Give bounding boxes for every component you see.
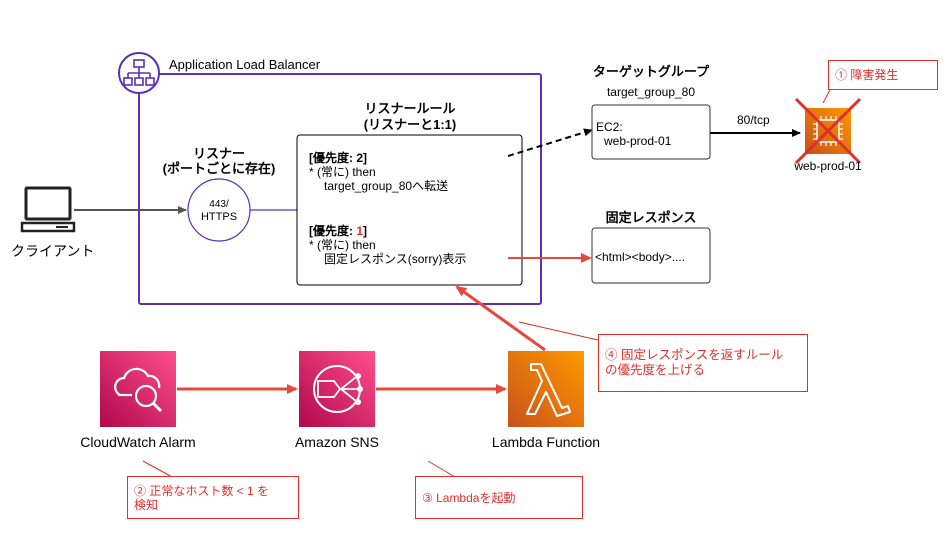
failure-cross-icon [794,97,862,165]
rule2-to-target-group-edge [507,128,593,157]
step4-callout-line2: の優先度を上げる [605,363,706,377]
target-group-name: target_group_80 [606,85,696,99]
step4-callout: ④ 固定レスポンスを返すルール の優先度を上げる [598,334,808,392]
rule2-action: target_group_80へ転送 [324,179,449,193]
failure-callout-pointer [822,89,831,104]
step2-callout-line2: 検知 [134,498,159,512]
ec2-instance-name: web-prod-01 [794,159,862,173]
listener-title: リスナー [192,146,245,161]
rule2-condition: * (常に) then [309,165,376,179]
rules-title: リスナールール [364,101,456,116]
listener-rules-box [296,134,523,286]
step3-callout-pointer [427,460,456,478]
listener-protocol: HTTPS [200,211,238,223]
failure-callout: ① 障害発生 [828,60,938,90]
client-label: クライアント [11,243,95,259]
fixed-response-content: <html><body>.... [595,250,686,264]
listener-subtitle: (ポートごとに存在) [162,161,276,176]
alb-title: Application Load Balancer [169,57,321,72]
step3-callout-text: ③ Lambdaを起動 [422,491,516,505]
target-group-title: ターゲットグループ [592,64,710,79]
sns-icon [299,351,375,427]
target-group-type: EC2: [596,120,623,134]
lambda-to-rules-edge [455,285,546,352]
step2-callout: ② 正常なホスト数 < 1 を 検知 [127,476,299,519]
rule2-priority: [優先度: 2] [309,151,368,165]
load-balancer-icon [118,52,160,94]
rules-subtitle: (リスナーと1:1) [363,117,457,132]
listener-port: 443/ [209,199,229,210]
step2-callout-line1: ② 正常なホスト数 < 1 を [134,484,270,498]
step2-callout-pointer [142,460,173,478]
sns-label: Amazon SNS [294,434,380,450]
alb-group-border [138,73,542,305]
target-group-instance: web-prod-01 [604,134,672,148]
step3-callout: ③ Lambdaを起動 [415,476,583,519]
rule1-action: 固定レスポンス(sorry)表示 [324,252,467,266]
cloudwatch-alarm-icon [100,351,176,427]
lambda-icon [508,351,584,427]
step4-callout-line1: ④ 固定レスポンスを返すルール [605,348,784,362]
fixed-response-box [591,227,711,284]
rule1-priority: [優先度: 1] [309,224,368,238]
ec2-port-label: 80/tcp [737,113,770,127]
fixed-response-title: 固定レスポンス [605,210,697,225]
lambda-label: Lambda Function [491,434,601,450]
rule1-condition: * (常に) then [309,238,376,252]
listener-circle [187,178,251,242]
computer-icon [20,186,76,233]
failure-callout-text: ① 障害発生 [835,68,899,82]
cloudwatch-label: CloudWatch Alarm [80,434,196,450]
step4-callout-pointer [518,321,599,341]
